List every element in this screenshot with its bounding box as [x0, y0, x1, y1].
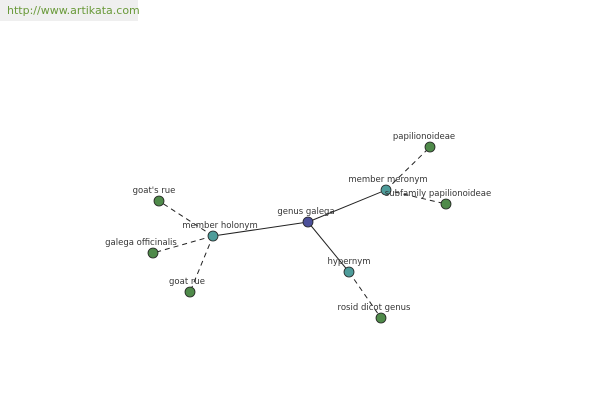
node-label-goats-rue[interactable]: goat's rue — [133, 186, 176, 196]
node-label-genus-galega[interactable]: genus galega — [277, 207, 334, 217]
edges-layer — [152, 146, 447, 319]
node-genus-galega[interactable] — [302, 216, 314, 228]
node-label-galega-officinalis[interactable]: galega officinalis — [105, 238, 177, 248]
edge-hypernym-to-rosid-dicot-genus — [348, 271, 382, 319]
edge-member-meronym-to-subfamily-papilionoideae — [385, 189, 447, 205]
edge-genus-galega-to-member-meronym — [307, 189, 387, 223]
node-goats-rue[interactable] — [153, 195, 165, 207]
node-label-member-meronym[interactable]: member meronym — [348, 175, 427, 185]
node-goat-rue[interactable] — [184, 286, 196, 298]
node-member-holonym[interactable] — [207, 230, 219, 242]
node-label-goat-rue[interactable]: goat rue — [169, 277, 205, 287]
node-member-meronym[interactable] — [380, 184, 392, 196]
nodes-layer — [147, 141, 452, 324]
node-subfamily-papilionoideae[interactable] — [440, 198, 452, 210]
node-galega-officinalis[interactable] — [147, 247, 159, 259]
node-hypernym[interactable] — [343, 266, 355, 278]
node-label-hypernym[interactable]: hypernym — [327, 257, 370, 267]
edge-genus-galega-to-member-holonym — [212, 221, 309, 237]
node-label-member-holonym[interactable]: member holonym — [182, 221, 257, 231]
labels-layer: genus galega member holonym member meronym… — [105, 132, 491, 313]
node-papilionoideae[interactable] — [424, 141, 436, 153]
site-url-link[interactable]: http://www.artikata.com — [0, 0, 140, 21]
node-label-subfamily-papilionoideae[interactable]: subfamily papilionoideae — [385, 189, 491, 199]
node-rosid-dicot-genus[interactable] — [375, 312, 387, 324]
edge-member-holonym-to-goat-rue — [189, 235, 214, 293]
node-label-papilionoideae[interactable]: papilionoideae — [393, 132, 455, 142]
edge-genus-galega-to-hypernym — [307, 221, 350, 273]
edge-member-meronym-to-papilionoideae — [385, 146, 431, 191]
edge-member-holonym-to-goats-rue — [158, 200, 214, 237]
edge-member-holonym-to-galega-officinalis — [152, 235, 214, 254]
node-label-rosid-dicot-genus[interactable]: rosid dicot genus — [338, 303, 411, 313]
